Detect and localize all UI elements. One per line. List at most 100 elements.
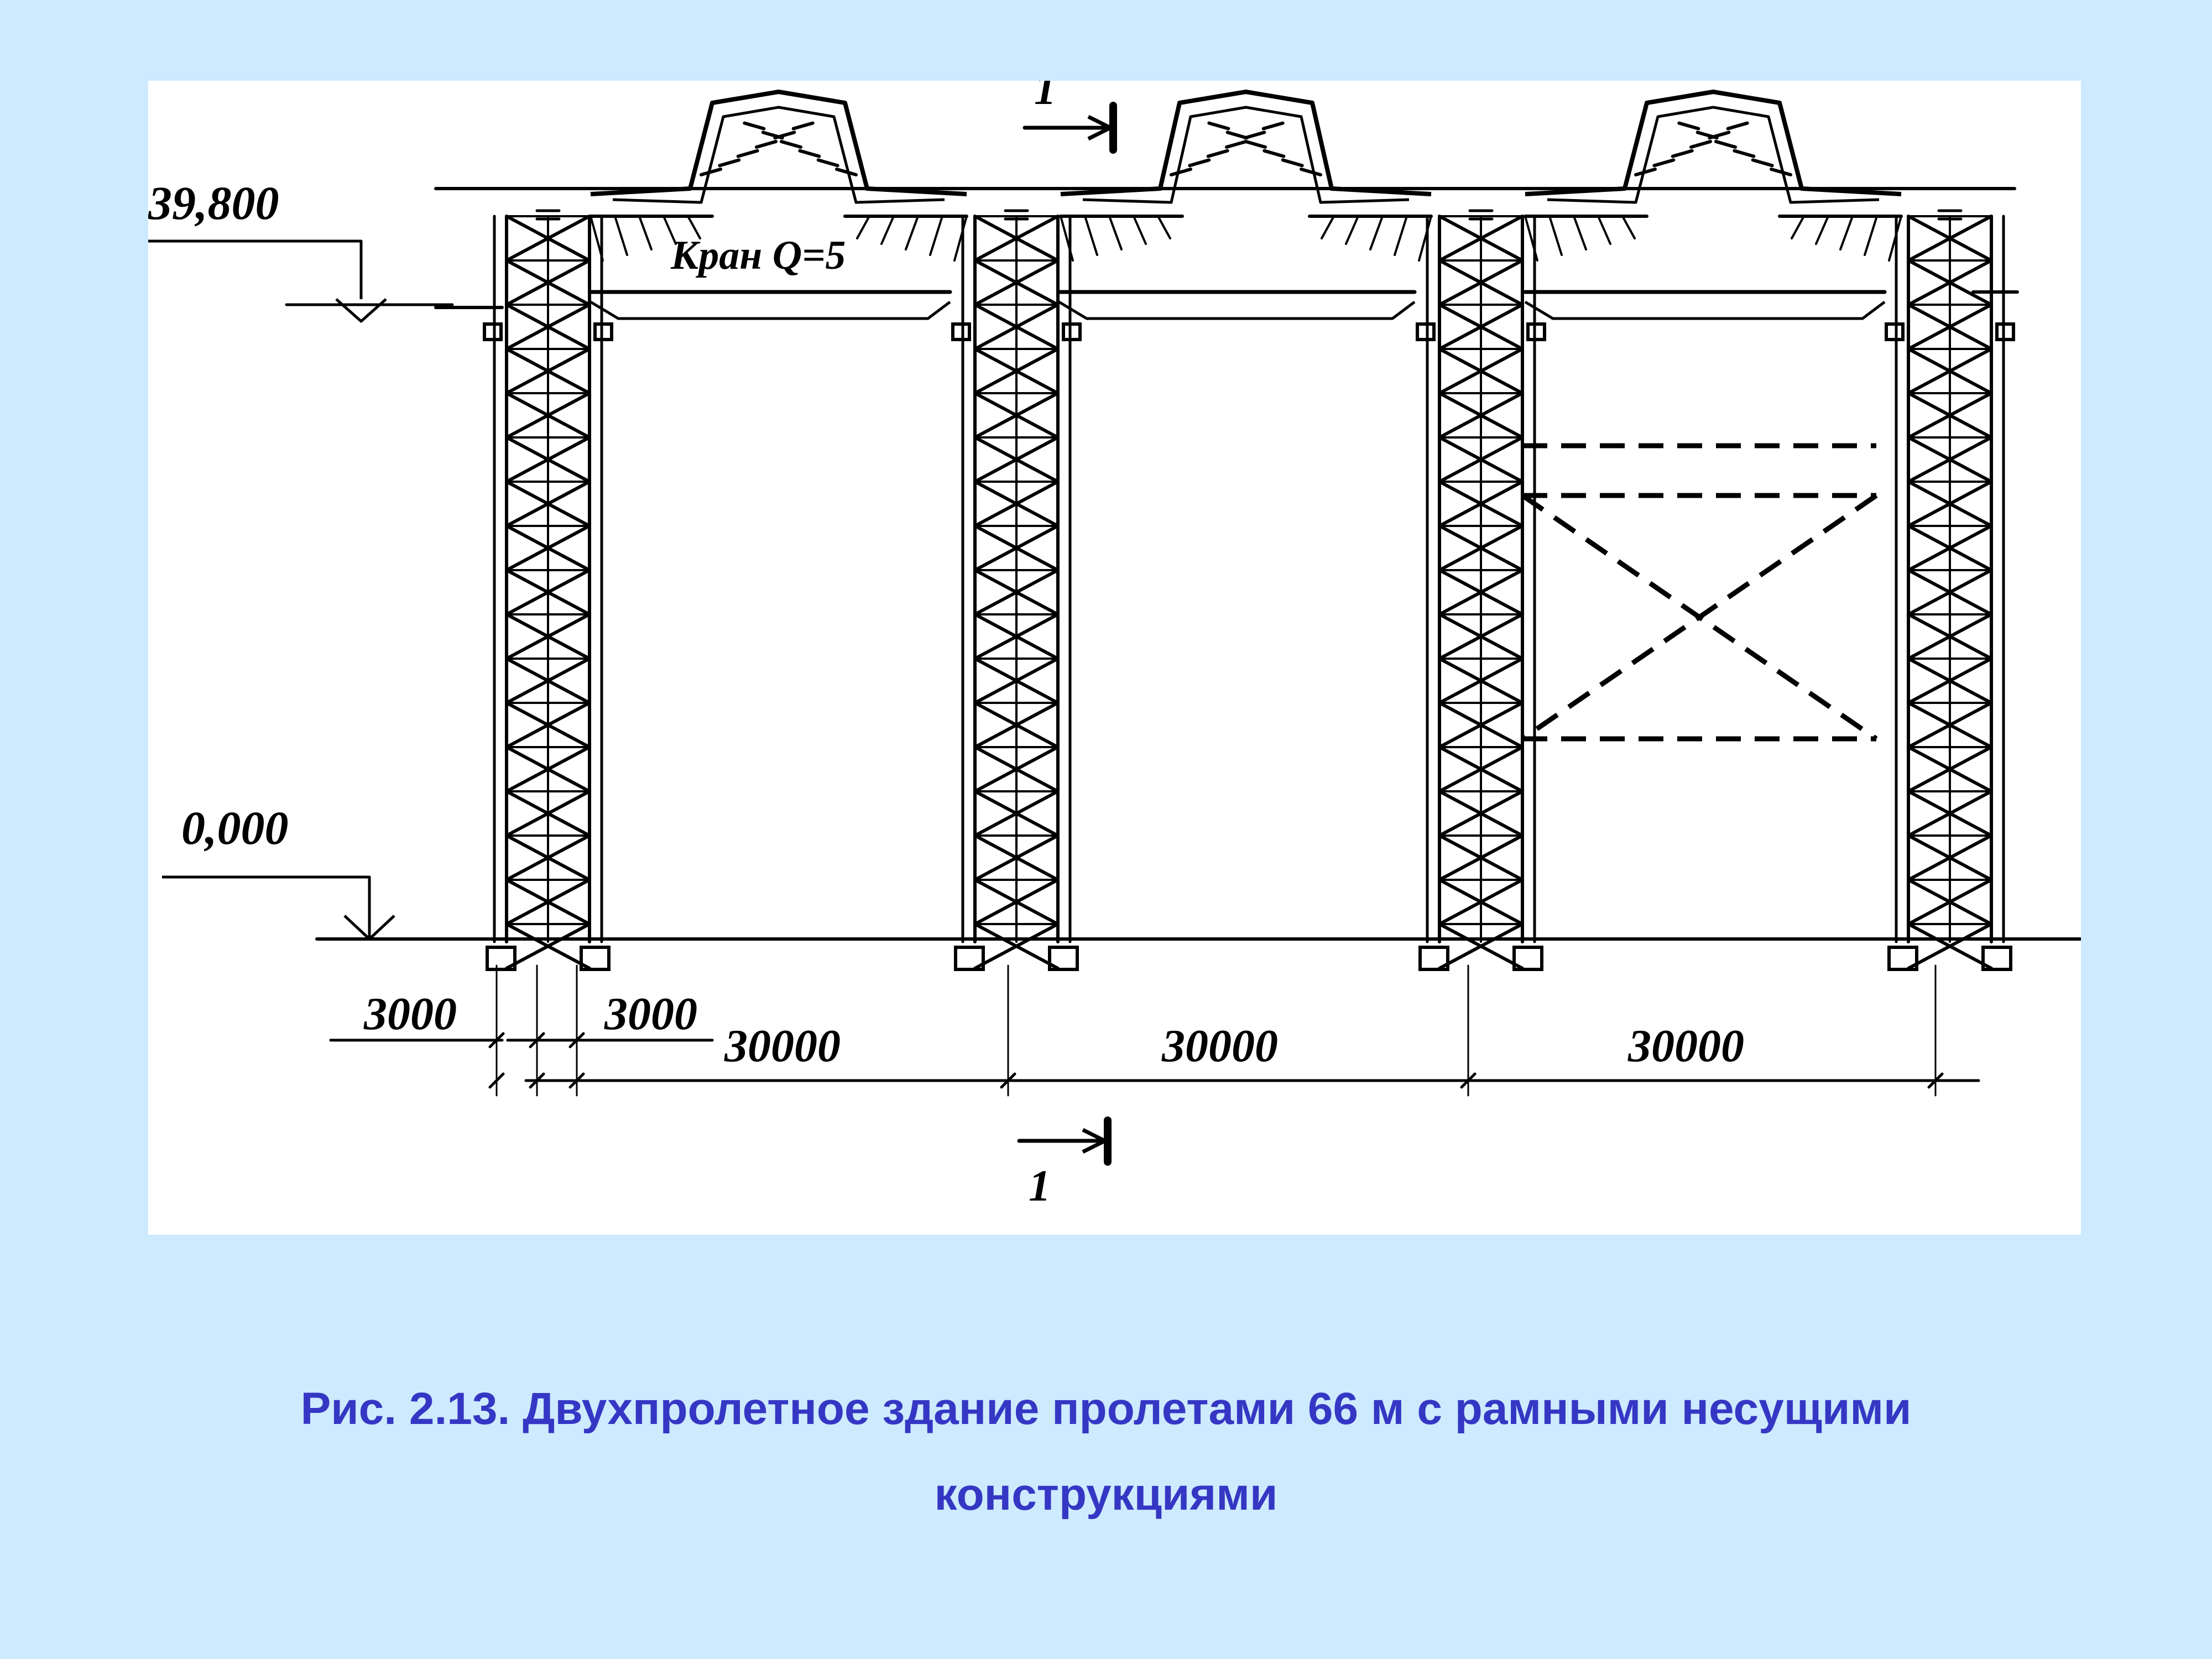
lattice-diagonal [1907, 347, 1993, 395]
louvre-blade [1261, 121, 1285, 131]
column-4 [1885, 209, 2015, 971]
lattice-diagonal [973, 259, 1060, 306]
dim-span-2: 30000 [1161, 1020, 1278, 1072]
monitor-inner [1547, 106, 1880, 204]
louvre-blade [1207, 121, 1230, 131]
lattice-diagonal [1907, 922, 1993, 970]
truss-web [1839, 215, 1854, 251]
lattice-diagonal [973, 480, 1060, 528]
roof-trusses [434, 90, 2016, 262]
dim-tick [488, 1032, 505, 1048]
section-mark-bottom: 1 [1029, 1162, 1051, 1211]
truss-web [929, 215, 943, 256]
lattice-diagonal [505, 834, 591, 881]
monitor-1 [589, 90, 968, 262]
louvre-blade [1689, 140, 1712, 149]
crane-console [1416, 322, 1436, 341]
louvre-blade [743, 121, 766, 131]
louvre-blade [1714, 140, 1737, 149]
monitor-profile [590, 90, 967, 196]
dim-span-3: 30000 [1627, 1020, 1744, 1072]
truss-web [1345, 215, 1359, 245]
louvre-blade [1770, 168, 1792, 176]
dim-tick [568, 1032, 585, 1048]
base-plate [954, 946, 985, 971]
column-1 [483, 209, 613, 971]
truss-web [662, 215, 677, 245]
lattice-diagonal [1907, 303, 1993, 351]
truss-web [905, 215, 919, 251]
monitor-3 [1524, 90, 1903, 262]
crane-console [1885, 322, 1905, 341]
lattice-diagonal [505, 524, 591, 572]
crane-label: Кран Q=5 [670, 233, 846, 278]
lattice-diagonal [505, 922, 591, 970]
louvre-blade [1300, 168, 1322, 176]
lattice-diagonal [973, 878, 1060, 926]
lattice-diagonal [1907, 480, 1993, 528]
dashed-bracing [1521, 443, 1878, 742]
louvre-blade [1262, 149, 1286, 158]
elevation-ground-arrow [343, 915, 395, 941]
louvre-blade [1751, 158, 1774, 168]
crane-console [1062, 322, 1082, 341]
lattice-diagonal [1907, 834, 1993, 881]
lattice-diagonal [973, 922, 1060, 970]
louvre-blade [761, 131, 784, 140]
crane-girders [434, 290, 2019, 320]
truss-web [1369, 215, 1384, 251]
truss-web [1597, 215, 1611, 245]
dim-tick [568, 1072, 585, 1089]
lattice-diagonal [973, 347, 1060, 395]
lattice-diagonal [1438, 701, 1524, 749]
lattice-diagonal [973, 834, 1060, 881]
crane-console [593, 322, 613, 341]
lattice-diagonal [1907, 701, 1993, 749]
truss-web [687, 215, 701, 239]
base-plate [1418, 946, 1449, 971]
lattice-diagonal [1438, 568, 1524, 616]
dim-3000-left: 3000 [363, 988, 457, 1040]
lattice-diagonal [1438, 392, 1524, 439]
section-mark-top: 1 [1034, 81, 1056, 114]
truss-web [1108, 215, 1123, 251]
truss-web [1084, 215, 1098, 256]
louvre-blade [736, 149, 759, 158]
column-3 [1416, 209, 1546, 971]
dim-tick [529, 1072, 545, 1089]
louvre-blade [1652, 158, 1676, 168]
lattice-diagonal [973, 215, 1060, 262]
truss-web [638, 215, 653, 251]
monitor-profile [1060, 90, 1432, 196]
lattice-diagonal [973, 303, 1060, 351]
louvre-blade [1733, 149, 1756, 158]
lattice-diagonal [973, 436, 1060, 483]
lattice-diagonal [1438, 878, 1524, 926]
truss-web [1060, 215, 1074, 262]
louvre-blade [1243, 131, 1266, 140]
lattice-diagonal [1438, 745, 1524, 793]
caption-line-2: конструкциями [934, 1469, 1278, 1520]
lattice-diagonal [505, 701, 591, 749]
louvre-blade [791, 121, 815, 131]
lattice-diagonal [505, 878, 591, 926]
truss-web [614, 215, 628, 256]
lattice-columns [483, 209, 2015, 971]
crane-console [483, 322, 503, 341]
louvre-blade [780, 140, 802, 149]
crane-girder [1524, 300, 1886, 320]
louvre-blade [1695, 131, 1719, 140]
lattice-diagonal [1438, 436, 1524, 483]
truss-web [1133, 215, 1147, 245]
lattice-diagonal [1907, 568, 1993, 616]
lattice-diagonal [1907, 613, 1993, 660]
crane-girder [589, 300, 951, 320]
crane-girder [1058, 300, 1416, 320]
lattice-diagonal [1907, 745, 1993, 793]
truss-web [1815, 215, 1829, 245]
lattice-diagonal [505, 347, 591, 395]
louvre-blade [718, 158, 741, 168]
truss-web [1791, 215, 1805, 239]
louvre-blade [1225, 140, 1248, 149]
louvre-blade [1244, 140, 1267, 149]
